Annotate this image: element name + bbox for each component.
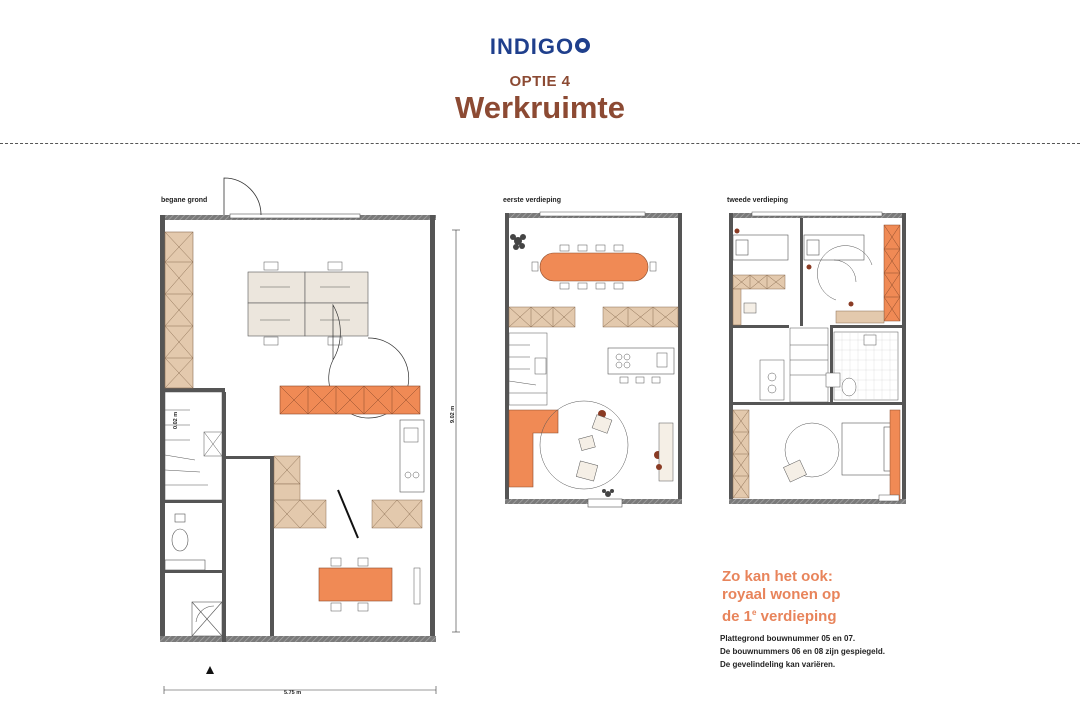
floorplan-notes: Plattegrond bouwnummer 05 en 07. De bouw… xyxy=(720,632,885,671)
orange-storage-wall xyxy=(279,385,421,415)
width-dimension-label: 5.75 m xyxy=(284,690,302,696)
sofa xyxy=(508,400,662,490)
note-line-2: De bouwnummers 06 en 08 zijn gespiegeld. xyxy=(720,647,885,656)
alt-line-3-sup: e xyxy=(752,608,757,617)
staircase-first xyxy=(508,332,548,406)
kitchen-counter xyxy=(399,419,425,493)
alt-line-3: de 1e verdieping xyxy=(722,604,840,626)
bathroom-second xyxy=(759,327,899,403)
entrance-arrow-icon xyxy=(206,666,214,674)
staircase xyxy=(164,391,223,501)
wood-furniture-second xyxy=(732,274,885,499)
toilet xyxy=(164,513,206,571)
alternative-layout-text: Zo kan het ook: royaal wonen op de 1e ve… xyxy=(722,568,840,626)
second-floor-plan xyxy=(729,211,906,504)
ground-floor-plan xyxy=(160,177,460,694)
armchairs xyxy=(575,414,674,482)
west-wall xyxy=(160,215,165,642)
note-line-3: De gevelindeling kan variëren. xyxy=(720,660,836,669)
shower xyxy=(191,601,223,637)
oval-dining-table xyxy=(531,244,657,290)
depth-dimension-label: 9.02 m xyxy=(450,405,456,423)
south-wall xyxy=(160,636,436,642)
stair-dimension-label: 0.02 m xyxy=(173,411,179,429)
floor-label-ground: begane grond xyxy=(161,197,208,204)
alt-line-1: Zo kan het ook: xyxy=(722,568,833,585)
page-title: Werkruimte xyxy=(455,90,625,125)
option-label: OPTIE 4 xyxy=(509,73,571,90)
alt-line-3-suffix: verdieping xyxy=(756,608,837,625)
entry-door xyxy=(223,177,262,216)
logo-circle-icon xyxy=(575,37,591,53)
logo-wordmark: INDIGO xyxy=(489,34,575,59)
alt-line-2: royaal wonen op xyxy=(722,586,841,603)
east-wall xyxy=(430,215,435,642)
office-desks xyxy=(247,261,369,346)
first-floor-plan xyxy=(505,211,682,508)
note-line-1: Plattegrond bouwnummer 05 en 07. xyxy=(720,634,856,643)
plant-icon xyxy=(510,234,526,250)
dashed-divider xyxy=(0,143,1080,144)
indigo-logo: INDIGO xyxy=(0,34,1080,60)
wood-cabinets-middle xyxy=(273,455,423,529)
kitchen-island xyxy=(607,347,675,384)
floor-label-second: tweede verdieping xyxy=(727,197,789,204)
wardrobe-west xyxy=(164,231,194,389)
beds xyxy=(732,234,899,476)
alt-line-3-prefix: de 1 xyxy=(722,608,753,625)
wood-cabinets-first xyxy=(508,306,679,328)
dining-table xyxy=(318,557,421,612)
orange-wardrobe xyxy=(883,224,901,501)
balcony-plant-icon xyxy=(602,489,614,497)
floor-label-first: eerste verdieping xyxy=(503,197,561,204)
